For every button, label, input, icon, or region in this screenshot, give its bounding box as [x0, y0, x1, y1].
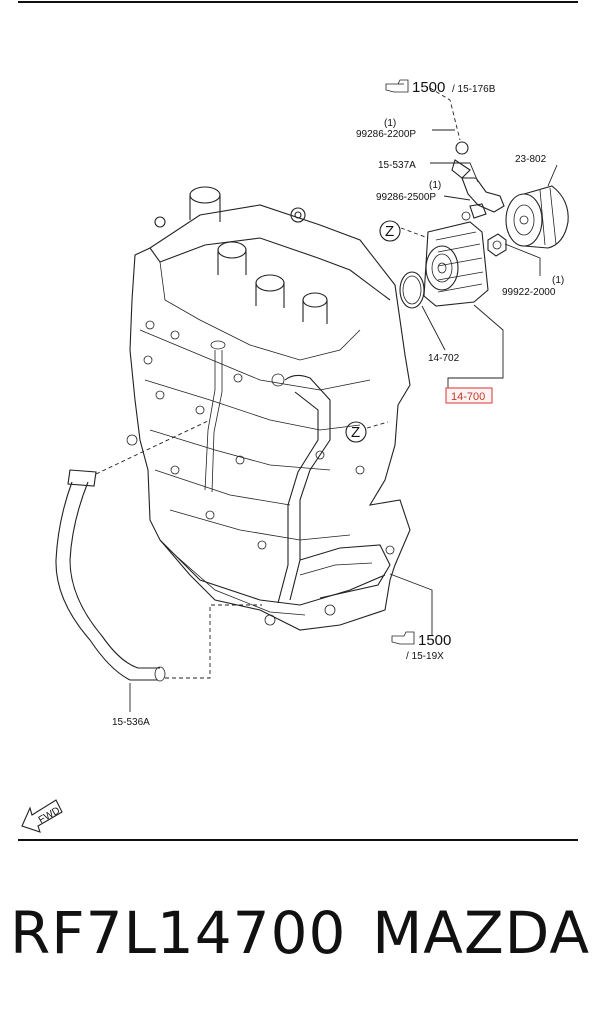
part-99922-2000: 99922-2000	[502, 287, 556, 298]
part-15-536A: 15-536A	[112, 717, 150, 728]
ref-bottom-number: 1500	[418, 632, 451, 649]
pointing-hand-icon	[391, 631, 415, 645]
fwd-arrow-icon: FWD	[21, 799, 63, 833]
qty-99922-2000: (1)	[552, 275, 564, 286]
part-15-537A: 15-537A	[378, 160, 416, 171]
z-marker-2-circle	[345, 421, 367, 443]
part-number-caption: RF7L14700	[10, 899, 347, 967]
part-14-702: 14-702	[428, 353, 460, 364]
leader-lines	[129, 87, 558, 712]
ref-top-suffix: / 15-176B	[452, 84, 496, 95]
z-marker-2: Z	[351, 424, 360, 441]
qty-99286-2500P: (1)	[429, 180, 441, 191]
oil-cooler-drawing	[399, 141, 569, 309]
z-marker-1: Z	[385, 223, 394, 240]
fwd-label: FWD	[37, 805, 62, 826]
z-marker-1-circle	[379, 220, 401, 242]
callout-labels: 1500 / 15-176B (1) 99286-2200P 15-537A 2…	[21, 79, 564, 833]
hose-drawing	[55, 419, 262, 682]
part-14-700: 14-700	[451, 391, 485, 403]
ref-top-number: 1500	[412, 79, 445, 96]
caption-bar: RF7L14700 MAZDA	[10, 888, 590, 978]
part-23-802: 23-802	[515, 154, 547, 165]
engine-block-drawing	[126, 186, 411, 631]
ref-bottom-suffix: / 15-19X	[406, 651, 444, 662]
part-99286-2200P: 99286-2200P	[356, 129, 416, 140]
brand-caption: MAZDA	[372, 899, 590, 967]
pointing-hand-icon	[385, 79, 409, 93]
qty-99286-2200P: (1)	[384, 118, 396, 129]
part-99286-2500P: 99286-2500P	[376, 192, 436, 203]
highlight-box	[445, 387, 493, 404]
